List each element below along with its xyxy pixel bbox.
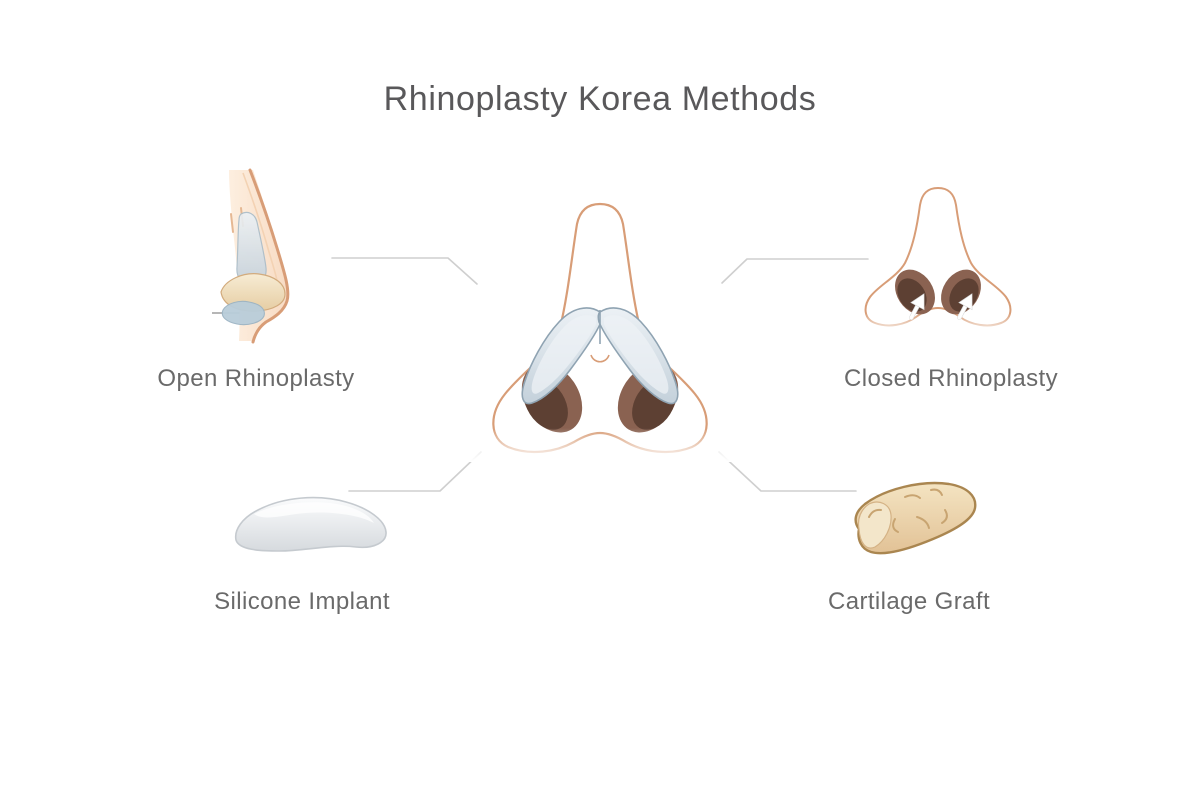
label-cartilage-graft: Cartilage Graft — [827, 588, 991, 615]
connector-silicone — [348, 451, 482, 492]
silicone-implant-illustration — [234, 496, 387, 552]
label-closed-rhinoplasty: Closed Rhinoplasty — [844, 365, 1058, 392]
alar-cartilage-icon — [521, 307, 679, 405]
graft-cut-face — [857, 501, 892, 549]
nose-bottom-view-with-incision-arrows-illustration — [859, 186, 1019, 335]
bridge-highlight — [922, 195, 954, 275]
connector-open — [331, 257, 478, 285]
tip-notch — [590, 354, 610, 363]
graft-surface-marks — [868, 488, 948, 533]
profile-outline — [248, 168, 290, 344]
page-title: Rhinoplasty Korea Methods — [383, 80, 817, 118]
connector-cartilage — [718, 451, 857, 492]
base-fade — [454, 428, 746, 462]
base-fade — [859, 313, 1019, 335]
nose-side-profile-illustration — [220, 168, 290, 344]
cartilage-graft-illustration — [854, 481, 977, 555]
implant-highlight — [254, 502, 374, 523]
connector-closed — [721, 258, 869, 284]
nose-front-view-illustration — [454, 202, 746, 462]
label-silicone-implant: Silicone Implant — [214, 588, 390, 615]
label-open-rhinoplasty: Open Rhinoplasty — [157, 365, 355, 392]
nose-body — [864, 186, 1012, 327]
lower-cartilage-icon — [221, 300, 265, 326]
